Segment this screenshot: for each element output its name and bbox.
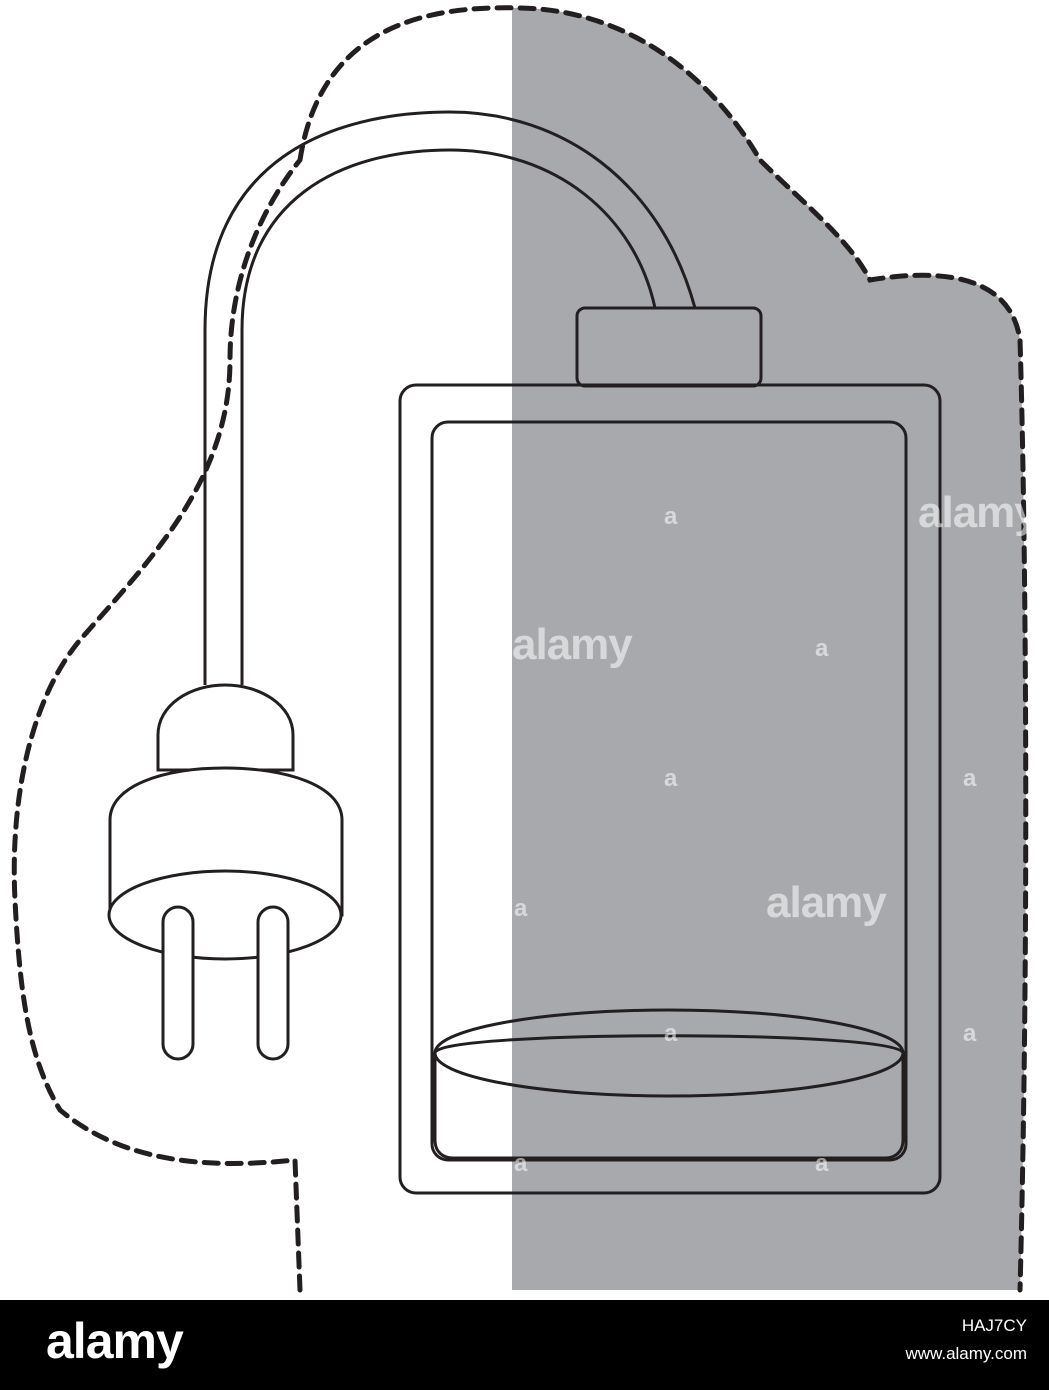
charger-plug-icon [107, 683, 344, 1061]
image-id: HAJ7CY [961, 1316, 1027, 1335]
sticker-dashed-border [11, 5, 1029, 1293]
footer-url[interactable]: www.alamy.com [905, 1344, 1027, 1363]
sticker-shadow [512, 7, 1026, 1290]
footer-bar: alamy HAJ7CY www.alamy.com [0, 1300, 1049, 1390]
charger-cable [203, 110, 697, 685]
footer-logo: alamy [46, 1313, 184, 1369]
empty-battery-icon [398, 306, 942, 1195]
battery-charger-illustration [11, 5, 1029, 1293]
